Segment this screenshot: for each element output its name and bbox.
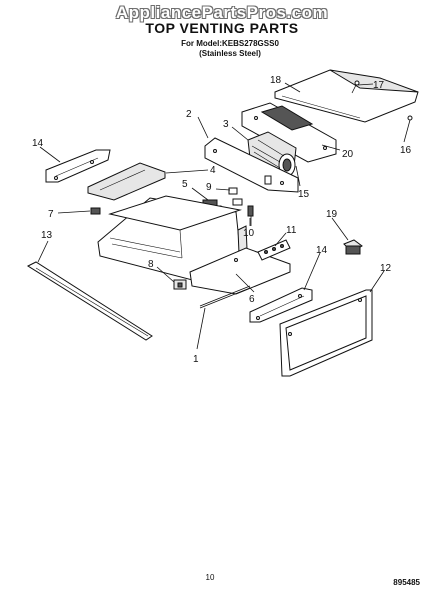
callout-5: 5	[182, 179, 188, 190]
part-left-bracket	[45, 149, 111, 183]
part-top-bracket	[204, 137, 299, 193]
callout-1: 1	[193, 354, 199, 365]
part-door-switch	[173, 279, 187, 290]
callout-8: 8	[148, 259, 154, 270]
callout-12: 12	[380, 263, 392, 274]
callout-11: 11	[286, 225, 297, 236]
part-rear-panel	[279, 289, 373, 377]
callout-3: 3	[223, 119, 229, 130]
part-liner-frame	[97, 195, 291, 295]
callout-10: 10	[243, 228, 255, 239]
callout-2: 2	[186, 109, 192, 120]
callout-19: 19	[326, 209, 338, 220]
callout-14-left: 14	[32, 138, 44, 149]
part-connector	[343, 239, 363, 255]
callout-17: 17	[373, 80, 385, 91]
callout-18: 18	[270, 75, 282, 86]
callout-15: 15	[298, 189, 310, 200]
callout-14-right: 14	[316, 245, 328, 256]
page-number: 10	[205, 573, 215, 582]
callout-16: 16	[400, 145, 412, 156]
finish-line: (Stainless Steel)	[199, 49, 261, 58]
callout-4: 4	[210, 165, 216, 176]
part-shield	[87, 162, 166, 201]
part-clip	[90, 207, 101, 215]
drawing-code: 895485	[393, 578, 420, 587]
callout-7: 7	[48, 209, 54, 220]
watermark: AppliancePartsPros.com	[115, 3, 329, 22]
part-terminal-block	[257, 239, 291, 261]
callout-labels: 1 2 3 4 5 6 7 8 9 10 11 12 13 14 14 15 1…	[32, 75, 412, 365]
leader-lines	[37, 82, 411, 350]
model-info: For Model:KEBS278GSS0 (Stainless Steel)	[170, 39, 290, 59]
part-long-strip	[26, 261, 153, 341]
diagram-title: TOP VENTING PARTS	[145, 20, 299, 36]
callout-20: 20	[342, 149, 354, 160]
model-line: For Model:KEBS278GSS0	[181, 39, 279, 48]
part-vent-duct	[241, 102, 337, 163]
callout-13: 13	[41, 230, 53, 241]
part-top-panel	[274, 69, 419, 123]
callout-6: 6	[249, 294, 255, 305]
part-rod	[199, 285, 251, 309]
callout-9: 9	[206, 182, 212, 193]
part-right-bracket	[249, 287, 313, 323]
